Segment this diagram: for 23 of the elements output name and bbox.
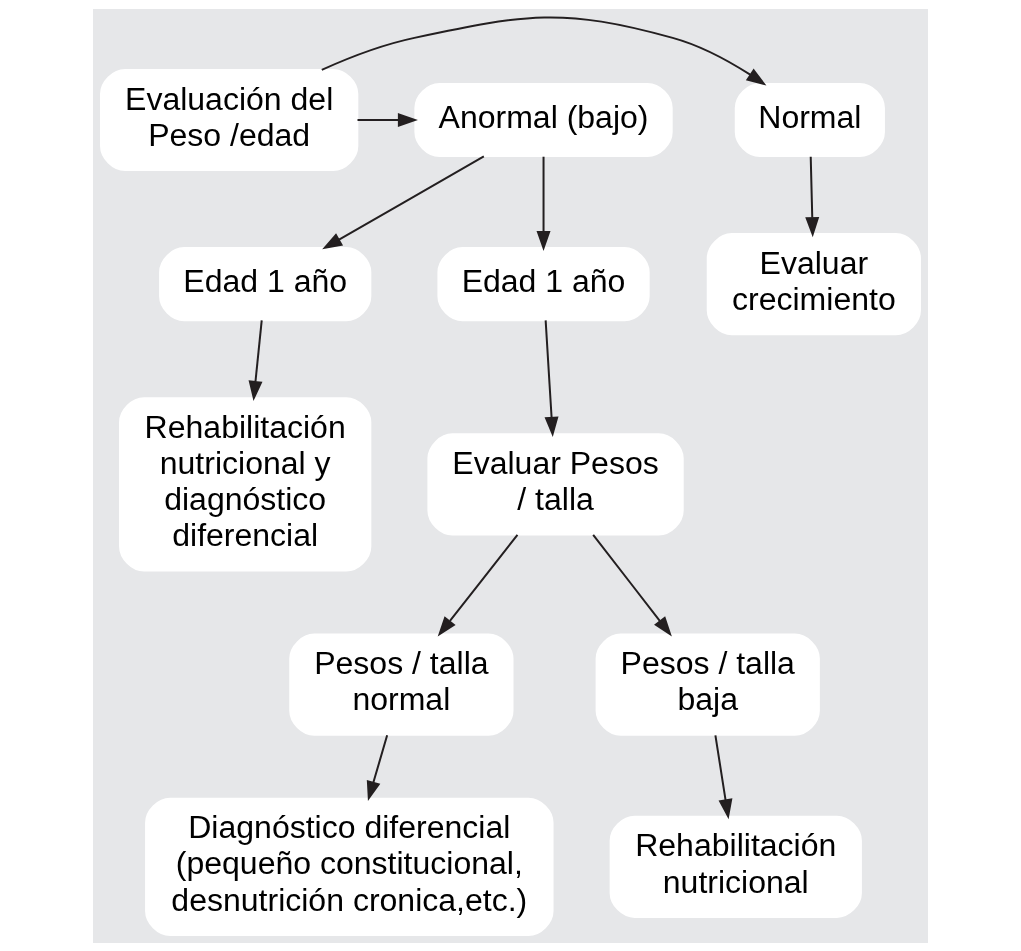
arrow: [437, 533, 519, 636]
arrow: [544, 318, 559, 437]
node-box: Rehabilitación nutricional: [609, 815, 862, 918]
arrow: [356, 112, 418, 127]
node-box: Evaluar crecimiento: [706, 232, 921, 335]
node-box: Diagnóstico diferencial (pequeño constitucional, desnutrición cronica,etc.): [145, 797, 554, 936]
arrow: [248, 318, 263, 401]
arrow: [366, 733, 389, 801]
arrow: [714, 733, 733, 819]
arrow: [322, 154, 485, 249]
node-box: Edad 1 año: [159, 246, 372, 321]
node-box: Edad 1 año: [437, 246, 650, 321]
node-box: Normal: [734, 82, 885, 157]
arrow: [320, 16, 767, 86]
node-box: Evaluar Pesos / talla: [427, 432, 684, 535]
arrow: [536, 155, 551, 251]
node-box: Pesos / talla baja: [595, 633, 820, 736]
arrow: [592, 533, 672, 636]
node-box: Anormal (bajo): [414, 82, 673, 157]
node-box: Rehabilitación nutricional y diagnóstico diferencial: [119, 396, 372, 571]
node-box: Pesos / talla normal: [289, 633, 514, 736]
arrow: [805, 155, 820, 237]
node-box: Evaluación del Peso /edad: [100, 68, 359, 171]
